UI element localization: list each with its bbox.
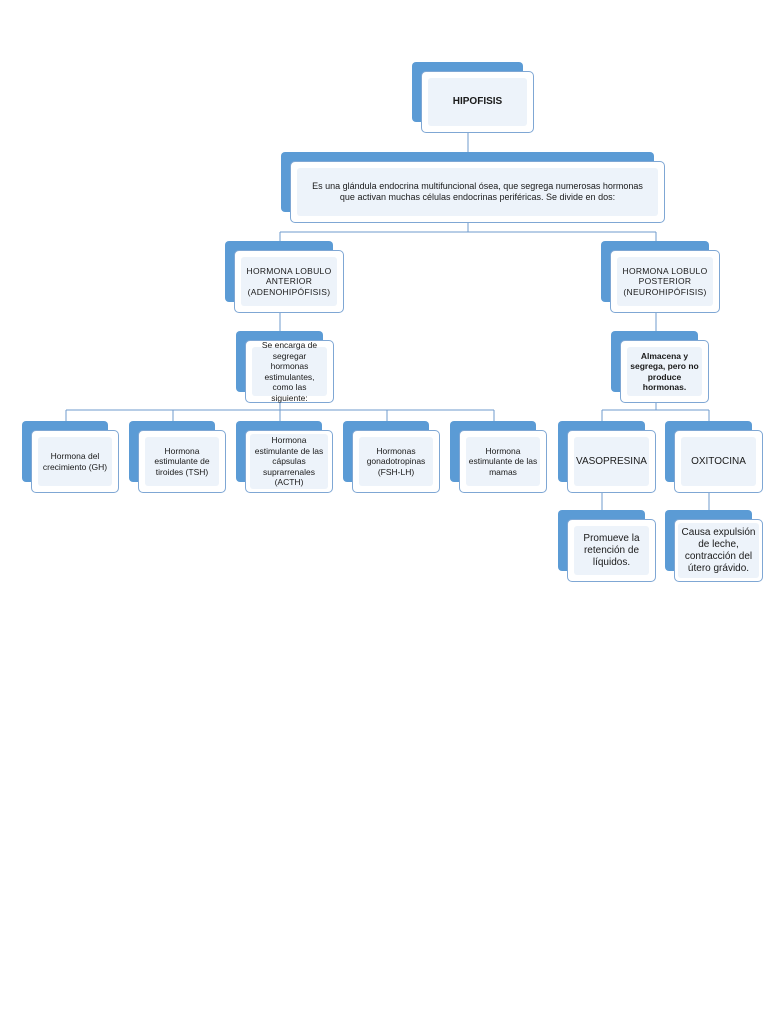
definition-node: Es una glándula endocrina multifuncional…	[281, 152, 665, 223]
hormone-label: Hormona estimulante de tiroides (TSH)	[145, 437, 219, 486]
anterior-description-label: Se encarga de segregar hormonas estimula…	[252, 340, 327, 403]
hormone-label: Hormona del crecimiento (GH)	[38, 437, 112, 486]
hormone-node-fsh-lh: Hormonas gonadotropinas (FSH-LH)	[343, 421, 440, 493]
hormone-label: OXITOCINA	[681, 437, 756, 486]
root-label: HIPOFISIS	[428, 78, 527, 126]
effect-label: Causa expulsión de leche, contracción de…	[678, 523, 759, 578]
anterior-lobe-node: HORMONA LOBULO ANTERIOR (ADENOHIPÓFISIS)	[225, 241, 344, 313]
anterior-lobe-label: HORMONA LOBULO ANTERIOR (ADENOHIPÓFISIS)	[241, 257, 337, 306]
definition-label: Es una glándula endocrina multifuncional…	[297, 168, 658, 216]
hormone-label: Hormona estimulante de las mamas	[466, 437, 540, 486]
hormone-label: Hormona estimulante de las cápsulas supr…	[250, 434, 328, 489]
root-node: HIPOFISIS	[412, 62, 534, 133]
hormone-label: VASOPRESINA	[574, 437, 649, 486]
effect-node-vasopresina: Promueve la retención de líquidos.	[558, 510, 656, 582]
anterior-description-node: Se encarga de segregar hormonas estimula…	[236, 331, 334, 403]
hormone-node-vasopresina: VASOPRESINA	[558, 421, 656, 493]
hormone-label: Hormonas gonadotropinas (FSH-LH)	[359, 437, 433, 486]
hormone-node-oxitocina: OXITOCINA	[665, 421, 763, 493]
hormone-node-gh: Hormona del crecimiento (GH)	[22, 421, 119, 493]
hormone-node-tsh: Hormona estimulante de tiroides (TSH)	[129, 421, 226, 493]
posterior-lobe-node: HORMONA LOBULO POSTERIOR (NEUROHIPÓFISIS…	[601, 241, 720, 313]
hormone-node-mamas: Hormona estimulante de las mamas	[450, 421, 547, 493]
posterior-description-node: Almacena y segrega, pero no produce horm…	[611, 331, 709, 403]
posterior-description-label: Almacena y segrega, pero no produce horm…	[627, 347, 702, 396]
effect-label: Promueve la retención de líquidos.	[574, 526, 649, 575]
posterior-lobe-label: HORMONA LOBULO POSTERIOR (NEUROHIPÓFISIS…	[617, 257, 713, 306]
hormone-node-acth: Hormona estimulante de las cápsulas supr…	[236, 421, 333, 493]
effect-node-oxitocina: Causa expulsión de leche, contracción de…	[665, 510, 763, 582]
